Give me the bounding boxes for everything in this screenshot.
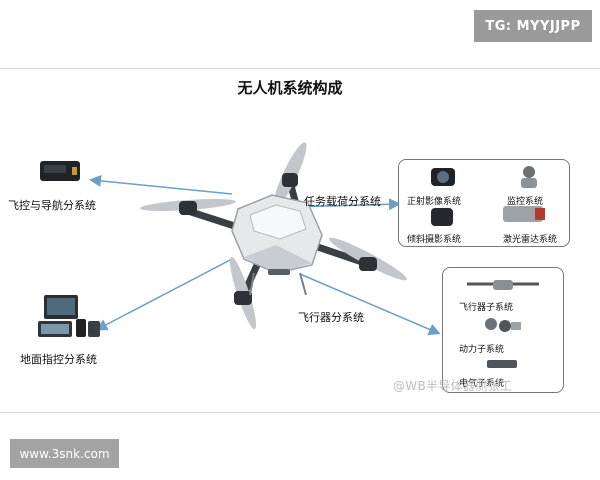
- aircraft-box: 飞行器子系统 动力子系统 电气子系统: [442, 267, 564, 393]
- arrow-aircraft: [299, 273, 441, 335]
- oblique-camera-icon: [431, 208, 453, 226]
- site-badge: www.3snk.com: [10, 439, 119, 468]
- lidar-icon: [503, 206, 545, 222]
- system-diagram: 无人机系统构成: [0, 68, 600, 413]
- label-ground-control: 地面指控分系统: [20, 353, 97, 366]
- label-aircraft: 飞行器分系统: [298, 311, 364, 324]
- payload-box: 正射影像系统 监控系统 倾斜摄影系统 激光雷达系统: [398, 159, 570, 247]
- watermark: @WB半导体器测张工: [393, 379, 513, 393]
- tg-badge: TG: MYYJJPP: [474, 10, 592, 42]
- surveillance-camera-icon: [521, 166, 537, 188]
- payload-item-3: 倾斜摄影系统: [407, 235, 462, 245]
- payload-icons: [431, 166, 545, 226]
- aircraft-item-3: 电气子系统: [459, 379, 505, 389]
- payload-item-1: 正射影像系统: [407, 197, 462, 207]
- diagram-title: 无人机系统构成: [237, 79, 343, 97]
- power-unit-icon: [485, 318, 521, 332]
- drone-graphic: [140, 142, 407, 330]
- aircraft-item-1: 飞行器子系统: [459, 303, 514, 313]
- label-mission-payload: 任务载荷分系统: [304, 195, 381, 208]
- payload-item-2: 监控系统: [507, 197, 544, 207]
- ground-station-icon: [38, 295, 100, 337]
- flight-controller-icon: [40, 161, 80, 181]
- arrow-flight-control: [89, 174, 233, 195]
- label-flight-control: 飞控与导航分系统: [8, 199, 96, 212]
- diagram-graphics: [38, 142, 441, 337]
- arrow-ground-control: [95, 258, 233, 331]
- electrical-unit-icon: [487, 360, 517, 368]
- aircraft-item-2: 动力子系统: [459, 345, 505, 355]
- payload-item-4: 激光雷达系统: [503, 235, 558, 245]
- airframe-icon: [467, 280, 539, 290]
- aircraft-icons: [467, 280, 539, 368]
